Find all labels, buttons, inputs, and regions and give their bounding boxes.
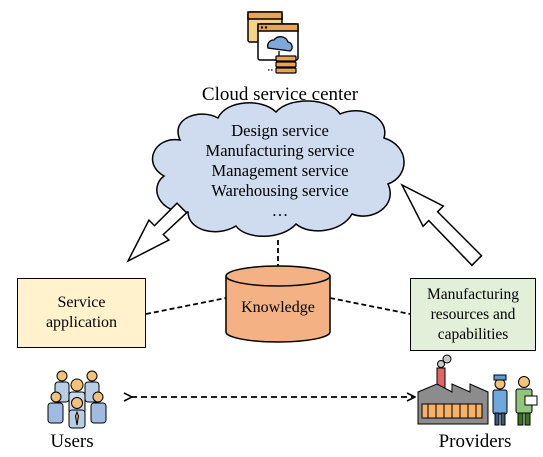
knowledge-label: Knowledge [241, 299, 315, 316]
manufacturing-resources-label: Manufacturing resources and capabilities [426, 285, 520, 343]
users-label: Users [50, 431, 94, 452]
users-group-icon [47, 370, 107, 429]
providers-label: Providers [438, 431, 512, 452]
service-design: Design service [231, 121, 329, 140]
knowledge-to-resources-connector [329, 297, 411, 315]
service-management: Management service [211, 161, 349, 180]
service-ellipsis: … [271, 201, 289, 220]
service-app-to-knowledge-connector [145, 297, 227, 315]
cloud-server-browser-icon [247, 11, 299, 74]
service-application-label: Service application [45, 294, 118, 331]
knowledge-database [225, 265, 331, 343]
resources-to-cloud-arrow [400, 183, 483, 267]
service-manufacturing: Manufacturing service [205, 141, 355, 160]
cloud-services-list: Design service Manufacturing service Man… [170, 121, 390, 221]
cloud-service-center-title: Cloud service center [201, 84, 359, 105]
cloud-to-service-app-arrow [126, 202, 188, 263]
manufacturing-resources-box: Manufacturing resources and capabilities [410, 278, 536, 351]
service-warehousing: Warehousing service [211, 181, 349, 200]
factory-and-workers-icon [417, 354, 538, 426]
service-application-box: Service application [17, 278, 146, 348]
